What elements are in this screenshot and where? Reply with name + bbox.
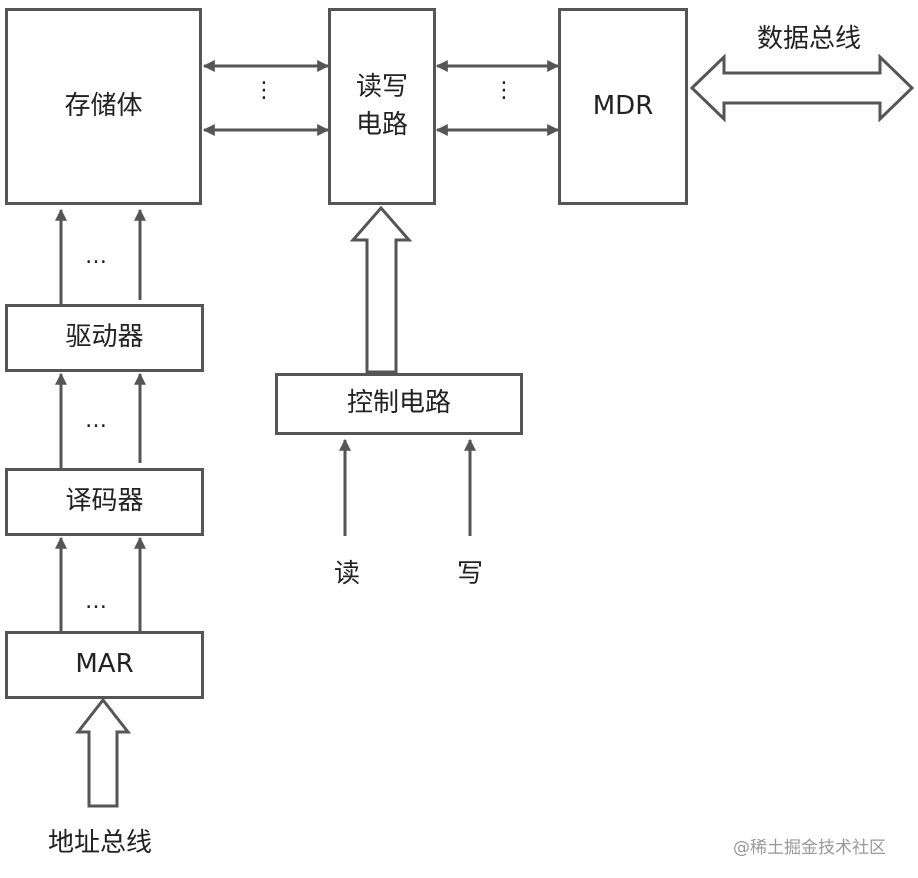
driver-block: 驱动器 xyxy=(5,304,204,372)
decoder-block-label: 译码器 xyxy=(65,486,144,517)
memory-block-label: 存储体 xyxy=(64,90,143,121)
ellipsis-memory-driver: … xyxy=(85,244,107,269)
read-write-circuit-block: 读写 电路 xyxy=(328,8,436,205)
address-bus-label: 地址总线 xyxy=(48,828,153,858)
mdr-block-label: MDR xyxy=(592,90,654,121)
vellipsis-rw-mdr: ⋮ xyxy=(493,78,515,103)
driver-block-label: 驱动器 xyxy=(65,322,144,353)
ellipsis-driver-decoder: … xyxy=(85,408,107,433)
data-bus-arrow xyxy=(689,53,915,123)
control-circuit-block: 控制电路 xyxy=(275,373,523,435)
read-write-circuit-label-line2: 电路 xyxy=(355,109,408,140)
write-signal-label: 写 xyxy=(457,559,484,589)
ellipsis-decoder-mar: … xyxy=(85,589,107,614)
address-bus-arrow xyxy=(74,697,132,808)
data-bus-label: 数据总线 xyxy=(757,24,862,54)
read-write-circuit-label-line1: 读写 xyxy=(355,71,408,102)
control-circuit-block-label: 控制电路 xyxy=(346,388,451,419)
read-signal-label: 读 xyxy=(334,559,361,589)
memory-block: 存储体 xyxy=(5,8,202,205)
mar-block: MAR xyxy=(5,631,204,699)
decoder-block: 译码器 xyxy=(5,468,204,536)
mar-block-label: MAR xyxy=(75,649,134,680)
watermark: @稀土掘金技术社区 xyxy=(733,838,886,858)
control-to-rw-arrow xyxy=(349,205,413,374)
mdr-block: MDR xyxy=(558,8,688,205)
vellipsis-memory-rw: ⋮ xyxy=(253,78,275,103)
